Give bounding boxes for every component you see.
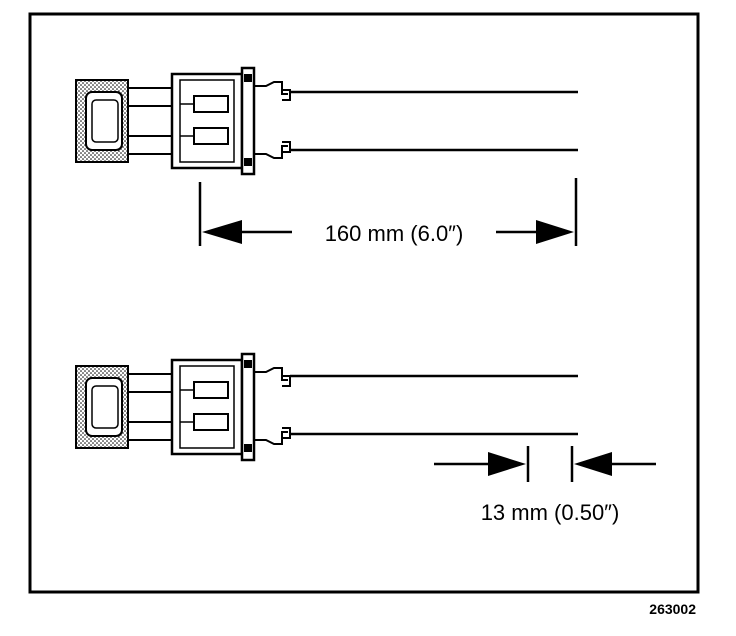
overall-length-arrow-right xyxy=(536,220,574,244)
strip-length-dimension: 13 mm (0.50″) xyxy=(434,446,656,525)
overall-length-arrow-left xyxy=(202,220,242,244)
strip-length-label: 13 mm (0.50″) xyxy=(481,500,620,525)
overall-length-label: 160 mm (6.0″) xyxy=(325,221,464,246)
strip-length-arrow-right xyxy=(574,452,612,476)
figure-number: 263002 xyxy=(649,601,696,617)
strip-length-arrow-left xyxy=(488,452,526,476)
overall-length-dimension: 160 mm (6.0″) xyxy=(198,178,578,246)
